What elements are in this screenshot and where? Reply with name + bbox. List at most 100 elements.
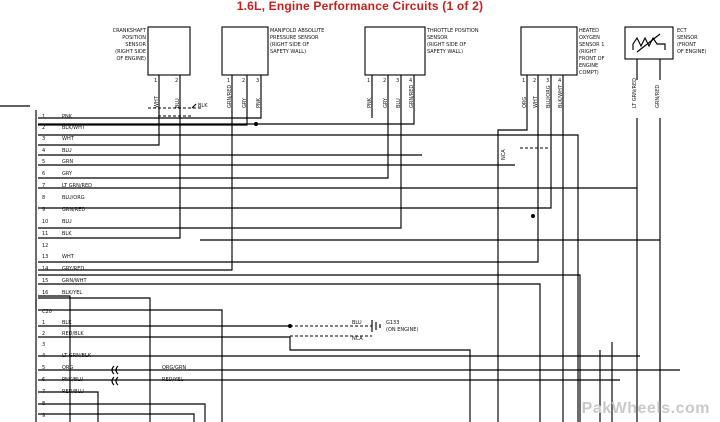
connector-pin-number: 6 [42,171,45,177]
run-row-16 [38,297,151,422]
ho2s-sensor-label: (RIGHT [579,49,598,55]
ho2s-sensor-label: SENSOR 1 [579,42,604,48]
connector-pin-number: 8 [42,401,45,407]
tps-sensor-body [364,26,426,76]
map-wire-color: PNK [256,97,262,108]
thermistor-arrow-icon [636,33,661,53]
ckp-sensor-label: (RIGHT SIDE [115,49,146,55]
tps-wire-color: GRY [383,97,389,108]
connector-wire-color: BLK [62,231,72,237]
ect-sensor-label: ECT [677,28,688,34]
run-c20-7 [38,391,99,422]
connector-pin-number: 14 [42,266,48,272]
run-c20-top [38,309,223,422]
ho2s-sensor-label: ENGINE [579,63,598,69]
connector-pin-number: 6 [42,377,45,383]
run-row-15 [38,283,541,422]
map-sensor-label: SAFETY WALL) [270,49,306,55]
map-pin-number: 3 [256,78,259,84]
tps-wire-2 [38,75,389,179]
ho2s-wire-color: BLK/WHT [558,84,564,108]
ho2s-pin-number: 3 [546,78,549,84]
connector-pin-number: 1 [42,320,45,326]
ground-name-label: G133 [386,320,399,326]
connector-wire-color: GRN [62,159,73,165]
map-wire-3 [38,75,262,119]
connector-pin-number: 8 [42,195,45,201]
connector-pin-number: 4 [42,353,45,359]
tps-wire-color: GRN/RED [409,85,415,108]
map-wire-2 [38,75,248,126]
map-sensor-label: MANIFOLD ABSOLUTE [270,28,324,34]
connector-pin-number: 16 [42,290,48,296]
ckp-wire-color: WHT [154,95,160,108]
ckp-sensor-body [147,26,191,76]
ckp-sensor-label: POSITION [122,35,146,41]
connector-pin-number: 9 [42,413,45,419]
ho2s-sensor-label: FRONT OF [579,56,605,62]
tps-wire-3 [38,75,402,229]
connector-wire-color: BLK [62,320,72,326]
ckp-wire-2 [38,75,181,239]
ect-sensor-label: SENSOR [677,35,698,41]
tps-sensor-label: SAFETY WALL) [427,49,463,55]
connector-wire-color: RED/BLK [62,331,84,337]
connector-wire-color: LT GRN/BLK [62,353,92,359]
ho2s-pin-number: 1 [522,78,525,84]
tps-sensor-label: (RIGHT SIDE OF [427,42,466,48]
connector-pin-number: 2 [42,125,45,131]
connector-wire-color-mid: ORG/GRN [162,365,186,371]
splice-dot [254,122,258,126]
ground-icon [371,320,381,332]
connector-wire-color: BLU/ORG [62,195,85,201]
ground-wire-label: BLU [352,320,362,326]
ckp-sensor-label: OF ENGINE) [117,56,147,62]
connector-c20-name: C20 [42,309,52,315]
connector-pin-number: 4 [42,148,45,154]
run-c20-9 [38,413,195,422]
ho2s-wire-color: ORG [522,97,528,108]
watermark: PakWheels.com [581,400,710,417]
map-pin-number: 1 [227,78,230,84]
tps-pin-number: 3 [396,78,399,84]
inline-connector-icon [111,376,119,386]
map-wire-color: GRY [242,97,248,108]
connector-wire-color: PNK/BLU [62,377,84,383]
ground-nca-label: NCA [352,336,363,342]
connector-pin-number: 3 [42,342,45,348]
connector-wire-color: GRN/RED [62,207,85,213]
map-wire-color: GRN/RED [227,85,233,108]
tps-wire-4 [38,75,415,125]
ho2s-wire-1 [497,75,528,422]
connector-wire-color-mid: RED/YEL [162,377,183,383]
connector-pin-number: 2 [42,331,45,337]
tps-sensor-label: THROTTLE POSITION [426,28,479,34]
ho2s-wire-3 [38,75,552,209]
connector-pin-number: 5 [42,365,45,371]
tps-pin-number: 2 [383,78,386,84]
run-c20-8 [38,403,206,422]
connector-wire-color: BLU [62,219,72,225]
map-wire-1 [38,75,233,271]
ect-sensor-label: OF ENGINE) [677,49,707,55]
connector-wire-color: RED/BLU [62,389,84,395]
ground-location-label: (ON ENGINE) [386,327,418,333]
connector-pin-number: 15 [42,278,48,284]
ckp-pin-number: 2 [175,78,178,84]
map-sensor-body [221,26,269,76]
ckp-sensor-label: CRANKSHAFT [113,28,147,34]
connector-pin-number: 10 [42,219,48,225]
connector-pin-number: 5 [42,159,45,165]
thermistor-icon [632,36,666,50]
map-sensor-label: PRESSURE SENSOR [270,35,319,41]
run-row-14 [38,274,581,422]
splice-dot-2 [531,214,535,218]
connector-wire-color: GRY/RED [62,266,84,272]
ho2s-sensor-label: HEATED [579,28,599,34]
connector-pin-number: 9 [42,207,45,213]
tps-pin-number: 1 [367,78,370,84]
connector-wire-color: GRY [62,171,73,177]
ect-wire-color: LT GRN/RED [632,78,638,108]
tps-wire-color: BLU [396,98,402,108]
